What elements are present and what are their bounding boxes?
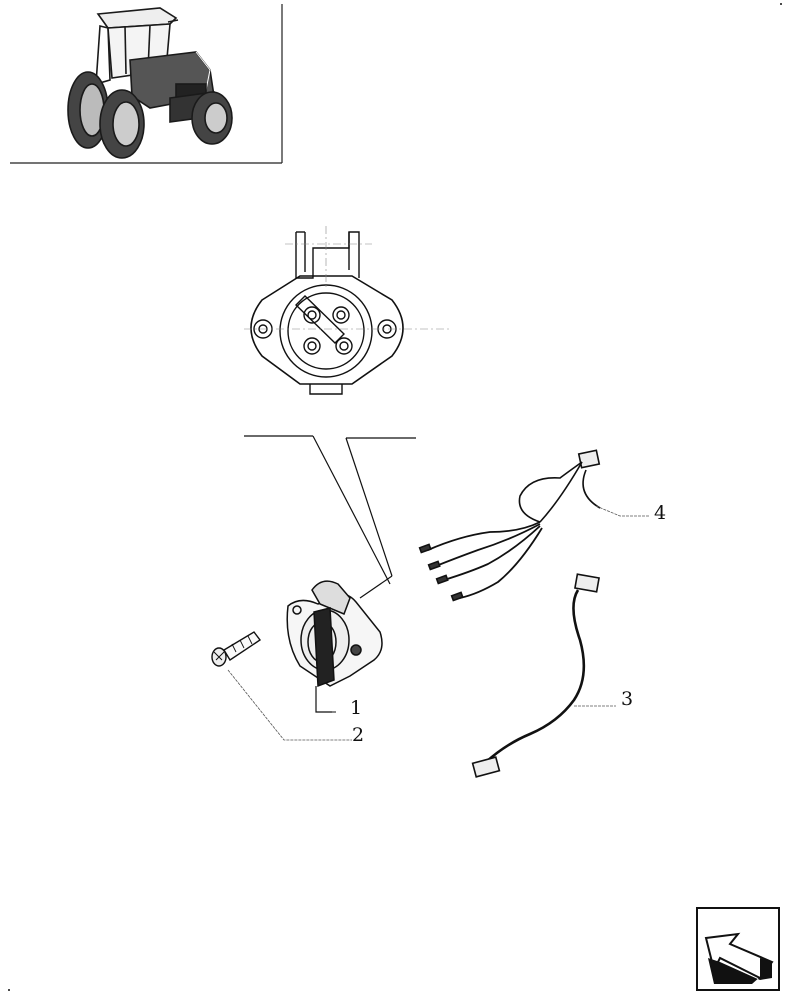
callout-label-3: 3 xyxy=(621,688,633,710)
socket-face-view xyxy=(244,226,450,395)
callout-label-2: 2 xyxy=(352,724,364,746)
cable-part-3 xyxy=(471,573,600,778)
callout-label-4: 4 xyxy=(654,502,666,524)
tractor-thumbnail xyxy=(10,4,283,164)
callout-label-1: 1 xyxy=(350,697,362,719)
socket-part xyxy=(286,580,383,713)
bolt-part xyxy=(211,631,262,667)
back-arrow-icon xyxy=(704,932,774,984)
detail-leader xyxy=(244,435,416,599)
harness-part-4 xyxy=(418,449,601,602)
back-navigation-button[interactable] xyxy=(696,907,780,991)
tractor-icon xyxy=(67,7,233,159)
